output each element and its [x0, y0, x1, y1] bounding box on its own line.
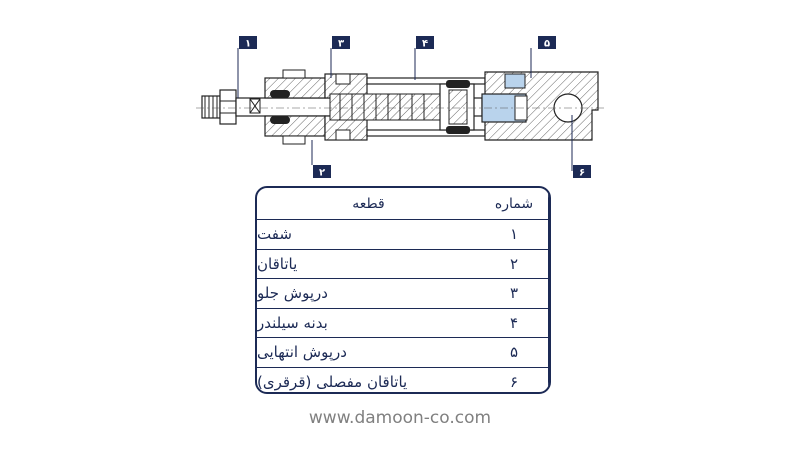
part-name: درپوش جلو — [257, 284, 328, 303]
part-name: شفت — [257, 225, 292, 244]
part-number: ۵ — [480, 338, 549, 367]
part-name: درپوش انتهایی — [257, 343, 347, 362]
part-name: یاتاقان — [257, 254, 298, 273]
svg-text:۴: ۴ — [422, 39, 428, 50]
callout-2: ۲ — [313, 165, 331, 179]
table-row: یاتاقان مفصلی (قرقری) ۶ — [257, 366, 549, 392]
part-name: بدنه سیلندر — [257, 313, 328, 332]
header-number: شماره — [480, 188, 549, 219]
svg-text:۲: ۲ — [319, 168, 325, 179]
table-header-row: قطعه شماره — [257, 188, 549, 219]
callout-4: ۴ — [416, 36, 434, 50]
callout-1: ۱ — [239, 36, 257, 50]
table-row: شفت ۱ — [257, 219, 549, 249]
part-number: ۶ — [480, 367, 549, 392]
rod-seal — [270, 90, 290, 124]
svg-text:۳: ۳ — [338, 39, 344, 50]
part-number: ۲ — [480, 249, 549, 278]
table-row: بدنه سیلندر ۴ — [257, 307, 549, 337]
pneumatic-cylinder-diagram: ۱ ۲ ۳ ۴ ۵ ۶ — [196, 36, 604, 179]
website-url: www.damoon-co.com — [308, 408, 492, 428]
lock-nut — [219, 89, 237, 125]
table-row: درپوش انتهایی ۵ — [257, 337, 549, 367]
piston — [439, 80, 475, 134]
table-row: درپوش جلو ۳ — [257, 278, 549, 308]
svg-text:۱: ۱ — [245, 39, 251, 50]
rod-end-thread — [201, 95, 221, 119]
parts-table: قطعه شماره شفت ۱ یاتاقان ۲ درپوش جلو ۳ ب… — [255, 186, 551, 394]
callout-5: ۵ — [538, 36, 556, 50]
part-name: یاتاقان مفصلی (قرقری) — [257, 372, 408, 391]
part-number: ۴ — [480, 308, 549, 337]
leader-lines — [237, 48, 573, 171]
part-number: ۳ — [480, 279, 549, 308]
table-row: یاتاقان ۲ — [257, 248, 549, 278]
callout-3: ۳ — [332, 36, 350, 50]
return-spring — [329, 93, 441, 121]
callout-6: ۶ — [573, 165, 591, 179]
svg-text:۵: ۵ — [544, 39, 550, 50]
part-number: ۱ — [480, 220, 549, 249]
header-part: قطعه — [352, 195, 385, 212]
svg-text:۶: ۶ — [579, 168, 585, 179]
